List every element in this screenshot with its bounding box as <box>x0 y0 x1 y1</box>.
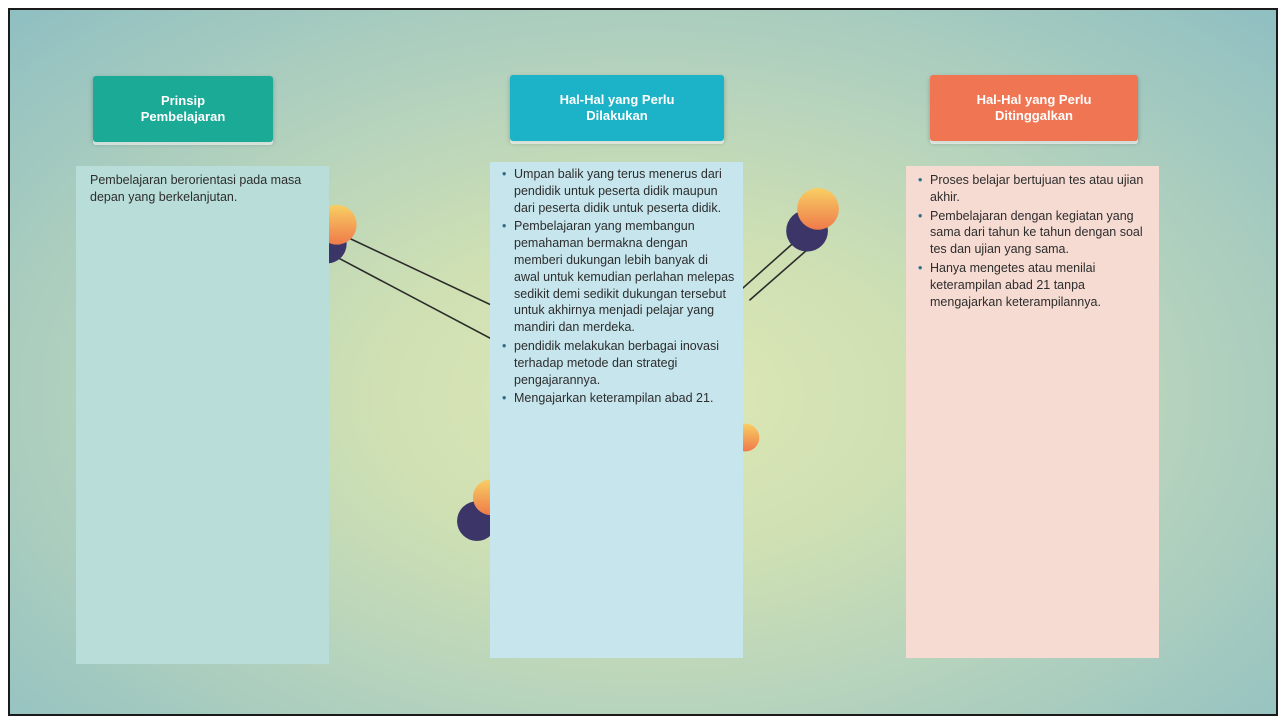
card-dilakukan: Umpan balik yang terus menerus dari pend… <box>490 162 743 658</box>
slide: Prinsip Pembelajaran Hal-Hal yang Perlu … <box>8 8 1278 716</box>
list-item: Hanya mengetes atau menilai keterampilan… <box>918 260 1151 310</box>
prinsip-text: Pembelajaran berorientasi pada masa depa… <box>90 173 302 204</box>
list-item: Umpan balik yang terus menerus dari pend… <box>502 166 735 216</box>
sphere-right <box>786 187 839 252</box>
header-hal-perlu-ditinggalkan: Hal-Hal yang Perlu Ditinggalkan <box>930 75 1138 141</box>
list-item: Pembelajaran dengan kegiatan yang sama d… <box>918 208 1151 258</box>
card-ditinggalkan: Proses belajar bertujuan tes atau ujian … <box>906 166 1159 658</box>
header-prinsip-pembelajaran: Prinsip Pembelajaran <box>93 76 273 142</box>
header-hal-perlu-dilakukan: Hal-Hal yang Perlu Dilakukan <box>510 75 724 141</box>
connector-lines <box>335 230 814 349</box>
list-item: Pembelajaran yang membangun pemahaman be… <box>502 218 735 336</box>
list-item: Proses belajar bertujuan tes atau ujian … <box>918 172 1151 206</box>
list-item: Mengajarkan keterampilan abad 21. <box>502 390 735 407</box>
card-prinsip: Pembelajaran berorientasi pada masa depa… <box>76 166 329 664</box>
list-item: pendidik melakukan berbagai inovasi terh… <box>502 338 735 388</box>
dilakukan-list: Umpan balik yang terus menerus dari pend… <box>500 166 735 407</box>
ditinggalkan-list: Proses belajar bertujuan tes atau ujian … <box>916 172 1151 310</box>
